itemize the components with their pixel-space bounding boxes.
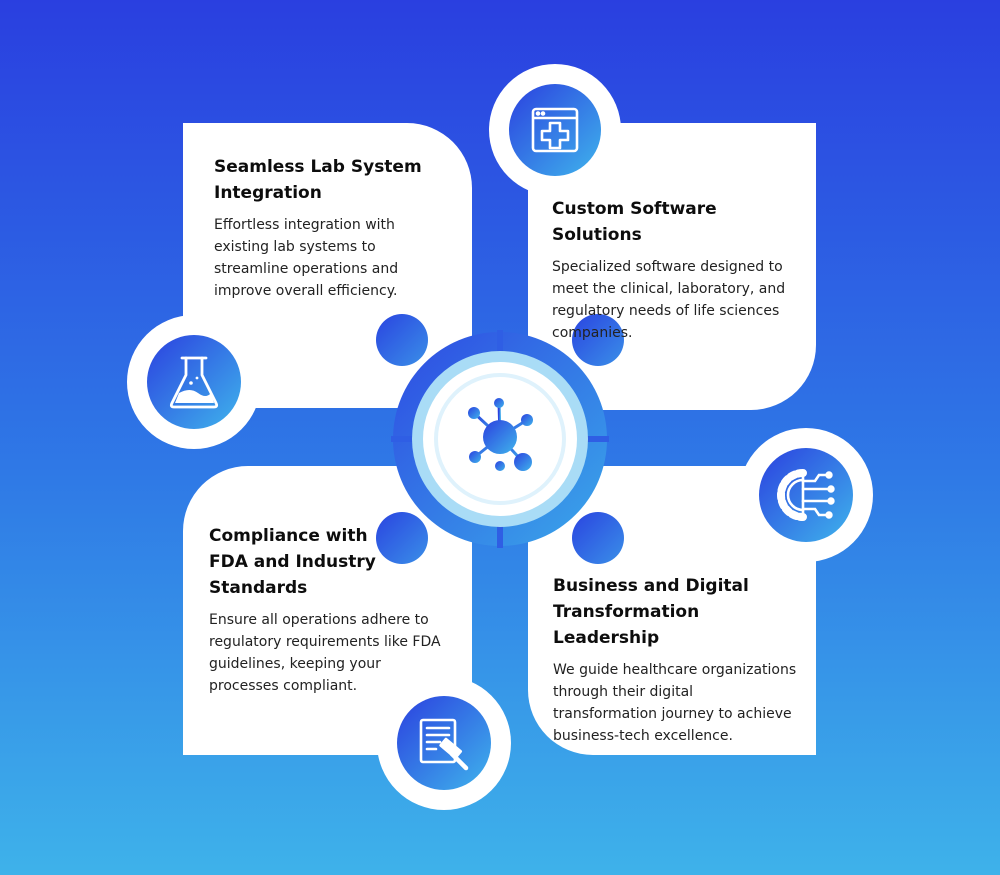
- card-custom-software-text: Custom Software Solutions Specialized so…: [552, 196, 802, 344]
- card-description: Ensure all operations adhere to regulato…: [209, 612, 441, 694]
- card-title: Business and Digital Transformation Lead…: [553, 576, 749, 648]
- medical-window-icon: [531, 107, 579, 153]
- arm-knob-top-left: [376, 314, 428, 366]
- card-description: Effortless integration with existing lab…: [214, 217, 399, 299]
- badge-custom-software: [489, 64, 621, 196]
- card-description: Specialized software designed to meet th…: [552, 259, 786, 341]
- card-compliance-text: Compliance with FDA and Industry Standar…: [209, 523, 441, 697]
- card-digital-leadership-text: Business and Digital Transformation Lead…: [553, 573, 803, 747]
- gear-circuit-icon: [777, 469, 835, 521]
- card-title: Compliance with FDA and Industry Standar…: [209, 526, 376, 598]
- arm-knob-top-right: [572, 314, 624, 366]
- card-title: Custom Software Solutions: [552, 199, 717, 245]
- card-title: Seamless Lab System Integration: [214, 157, 422, 203]
- arm-knob-bottom-right: [572, 512, 624, 564]
- arm-knob-bottom-left: [376, 512, 428, 564]
- badge-lab-integration: [127, 315, 261, 449]
- badge-compliance: [377, 676, 511, 810]
- flask-icon: [169, 356, 219, 409]
- document-gavel-icon: [419, 718, 469, 771]
- card-lab-integration-text: Seamless Lab System Integration Effortle…: [214, 154, 454, 302]
- virus-network-icon: [468, 398, 533, 471]
- card-description: We guide healthcare organizations throug…: [553, 662, 797, 744]
- badge-digital-leadership: [739, 428, 873, 562]
